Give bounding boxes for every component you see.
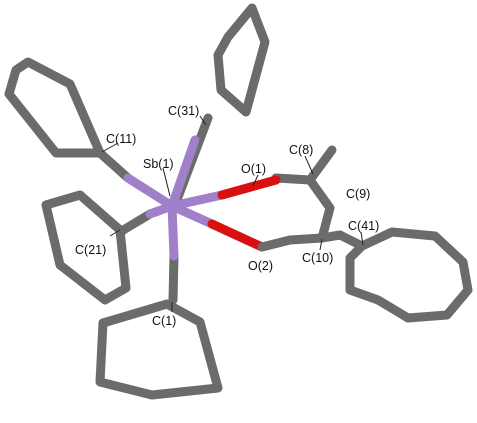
label-c41: C(41) (348, 219, 379, 233)
label-c8: C(8) (289, 143, 313, 157)
label-o1: O(1) (241, 162, 266, 176)
oxygen-bonds (207, 175, 295, 252)
label-c11: C(11) (106, 132, 136, 146)
phenyl-ring-c41 (335, 227, 473, 323)
label-c31: C(31) (168, 104, 199, 118)
label-c1: C(1) (152, 314, 176, 328)
label-leaders (101, 115, 364, 312)
phenyl-ring-c1 (95, 251, 223, 400)
label-c9: C(9) (346, 187, 370, 201)
antimony-bonds (123, 135, 227, 261)
label-sb1: Sb(1) (143, 157, 174, 171)
label-c21: C(21) (75, 243, 106, 257)
chelate-backbone (271, 145, 345, 245)
phenyl-ring-c21 (41, 190, 155, 305)
phenyl-ring-c11 (4, 57, 133, 183)
label-c10: C(10) (302, 251, 333, 265)
label-o2: O(2) (248, 259, 273, 273)
